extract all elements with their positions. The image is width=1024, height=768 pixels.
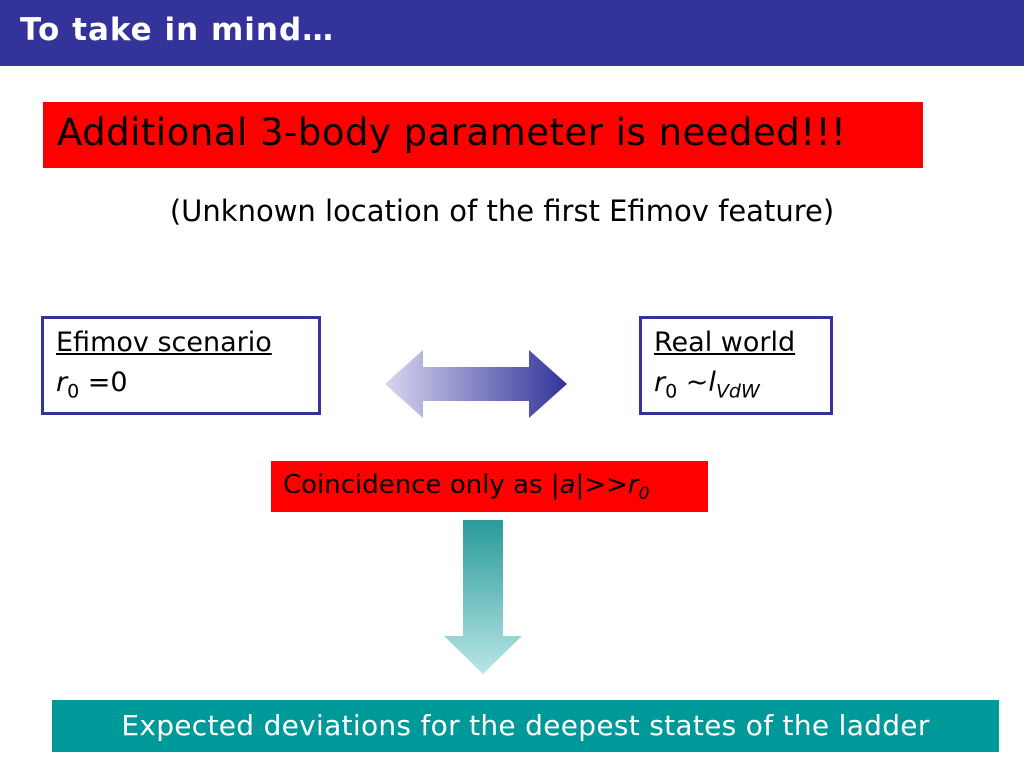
a-symbol: a bbox=[559, 470, 576, 500]
coincidence-middle: |>> bbox=[575, 470, 628, 500]
r-subscript-value: 0 bbox=[638, 484, 650, 505]
real-world-heading: Real world bbox=[654, 327, 796, 358]
slide-title: To take in mind… bbox=[20, 12, 335, 48]
efimov-scenario-formula: r0 =0 bbox=[56, 367, 128, 402]
conclusion-box: Expected deviations for the deepest stat… bbox=[52, 700, 999, 752]
r-subscript: 0 bbox=[67, 380, 80, 403]
headline-text: Additional 3-body parameter is needed!!! bbox=[57, 111, 847, 154]
title-bar: To take in mind… bbox=[0, 0, 1024, 66]
r-symbol: r bbox=[654, 367, 666, 398]
down-arrow-icon bbox=[444, 520, 522, 674]
double-arrow-icon bbox=[385, 350, 567, 418]
efimov-scenario-heading: Efimov scenario bbox=[56, 327, 272, 358]
real-world-formula: r0 ~lVdW bbox=[654, 367, 760, 402]
l-symbol: l bbox=[708, 367, 716, 398]
l-subscript: VdW bbox=[716, 380, 760, 402]
double-arrow-shape bbox=[385, 350, 567, 418]
down-arrow-shape bbox=[444, 520, 522, 674]
relation: =0 bbox=[79, 367, 128, 398]
vdw-subscript: VdW bbox=[715, 380, 760, 403]
real-world-box: Real world r0 ~lVdW bbox=[639, 316, 833, 415]
r-subscript: 0 bbox=[639, 484, 650, 504]
efimov-scenario-box: Efimov scenario r0 =0 bbox=[41, 316, 321, 415]
headline-box: Additional 3-body parameter is needed!!! bbox=[43, 102, 923, 168]
coincidence-prefix: Coincidence only as | bbox=[283, 470, 560, 500]
subline-text: (Unknown location of the first Efimov fe… bbox=[169, 194, 835, 228]
r-subscript: 0 bbox=[665, 380, 678, 403]
coincidence-box: Coincidence only as |a|>>r0 bbox=[271, 461, 708, 512]
coincidence-text: Coincidence only as |a|>>r0 bbox=[283, 470, 649, 504]
r-symbol: r bbox=[627, 470, 639, 500]
r-symbol: r bbox=[56, 367, 68, 398]
relation: ~ bbox=[677, 367, 709, 398]
conclusion-text: Expected deviations for the deepest stat… bbox=[121, 709, 930, 742]
